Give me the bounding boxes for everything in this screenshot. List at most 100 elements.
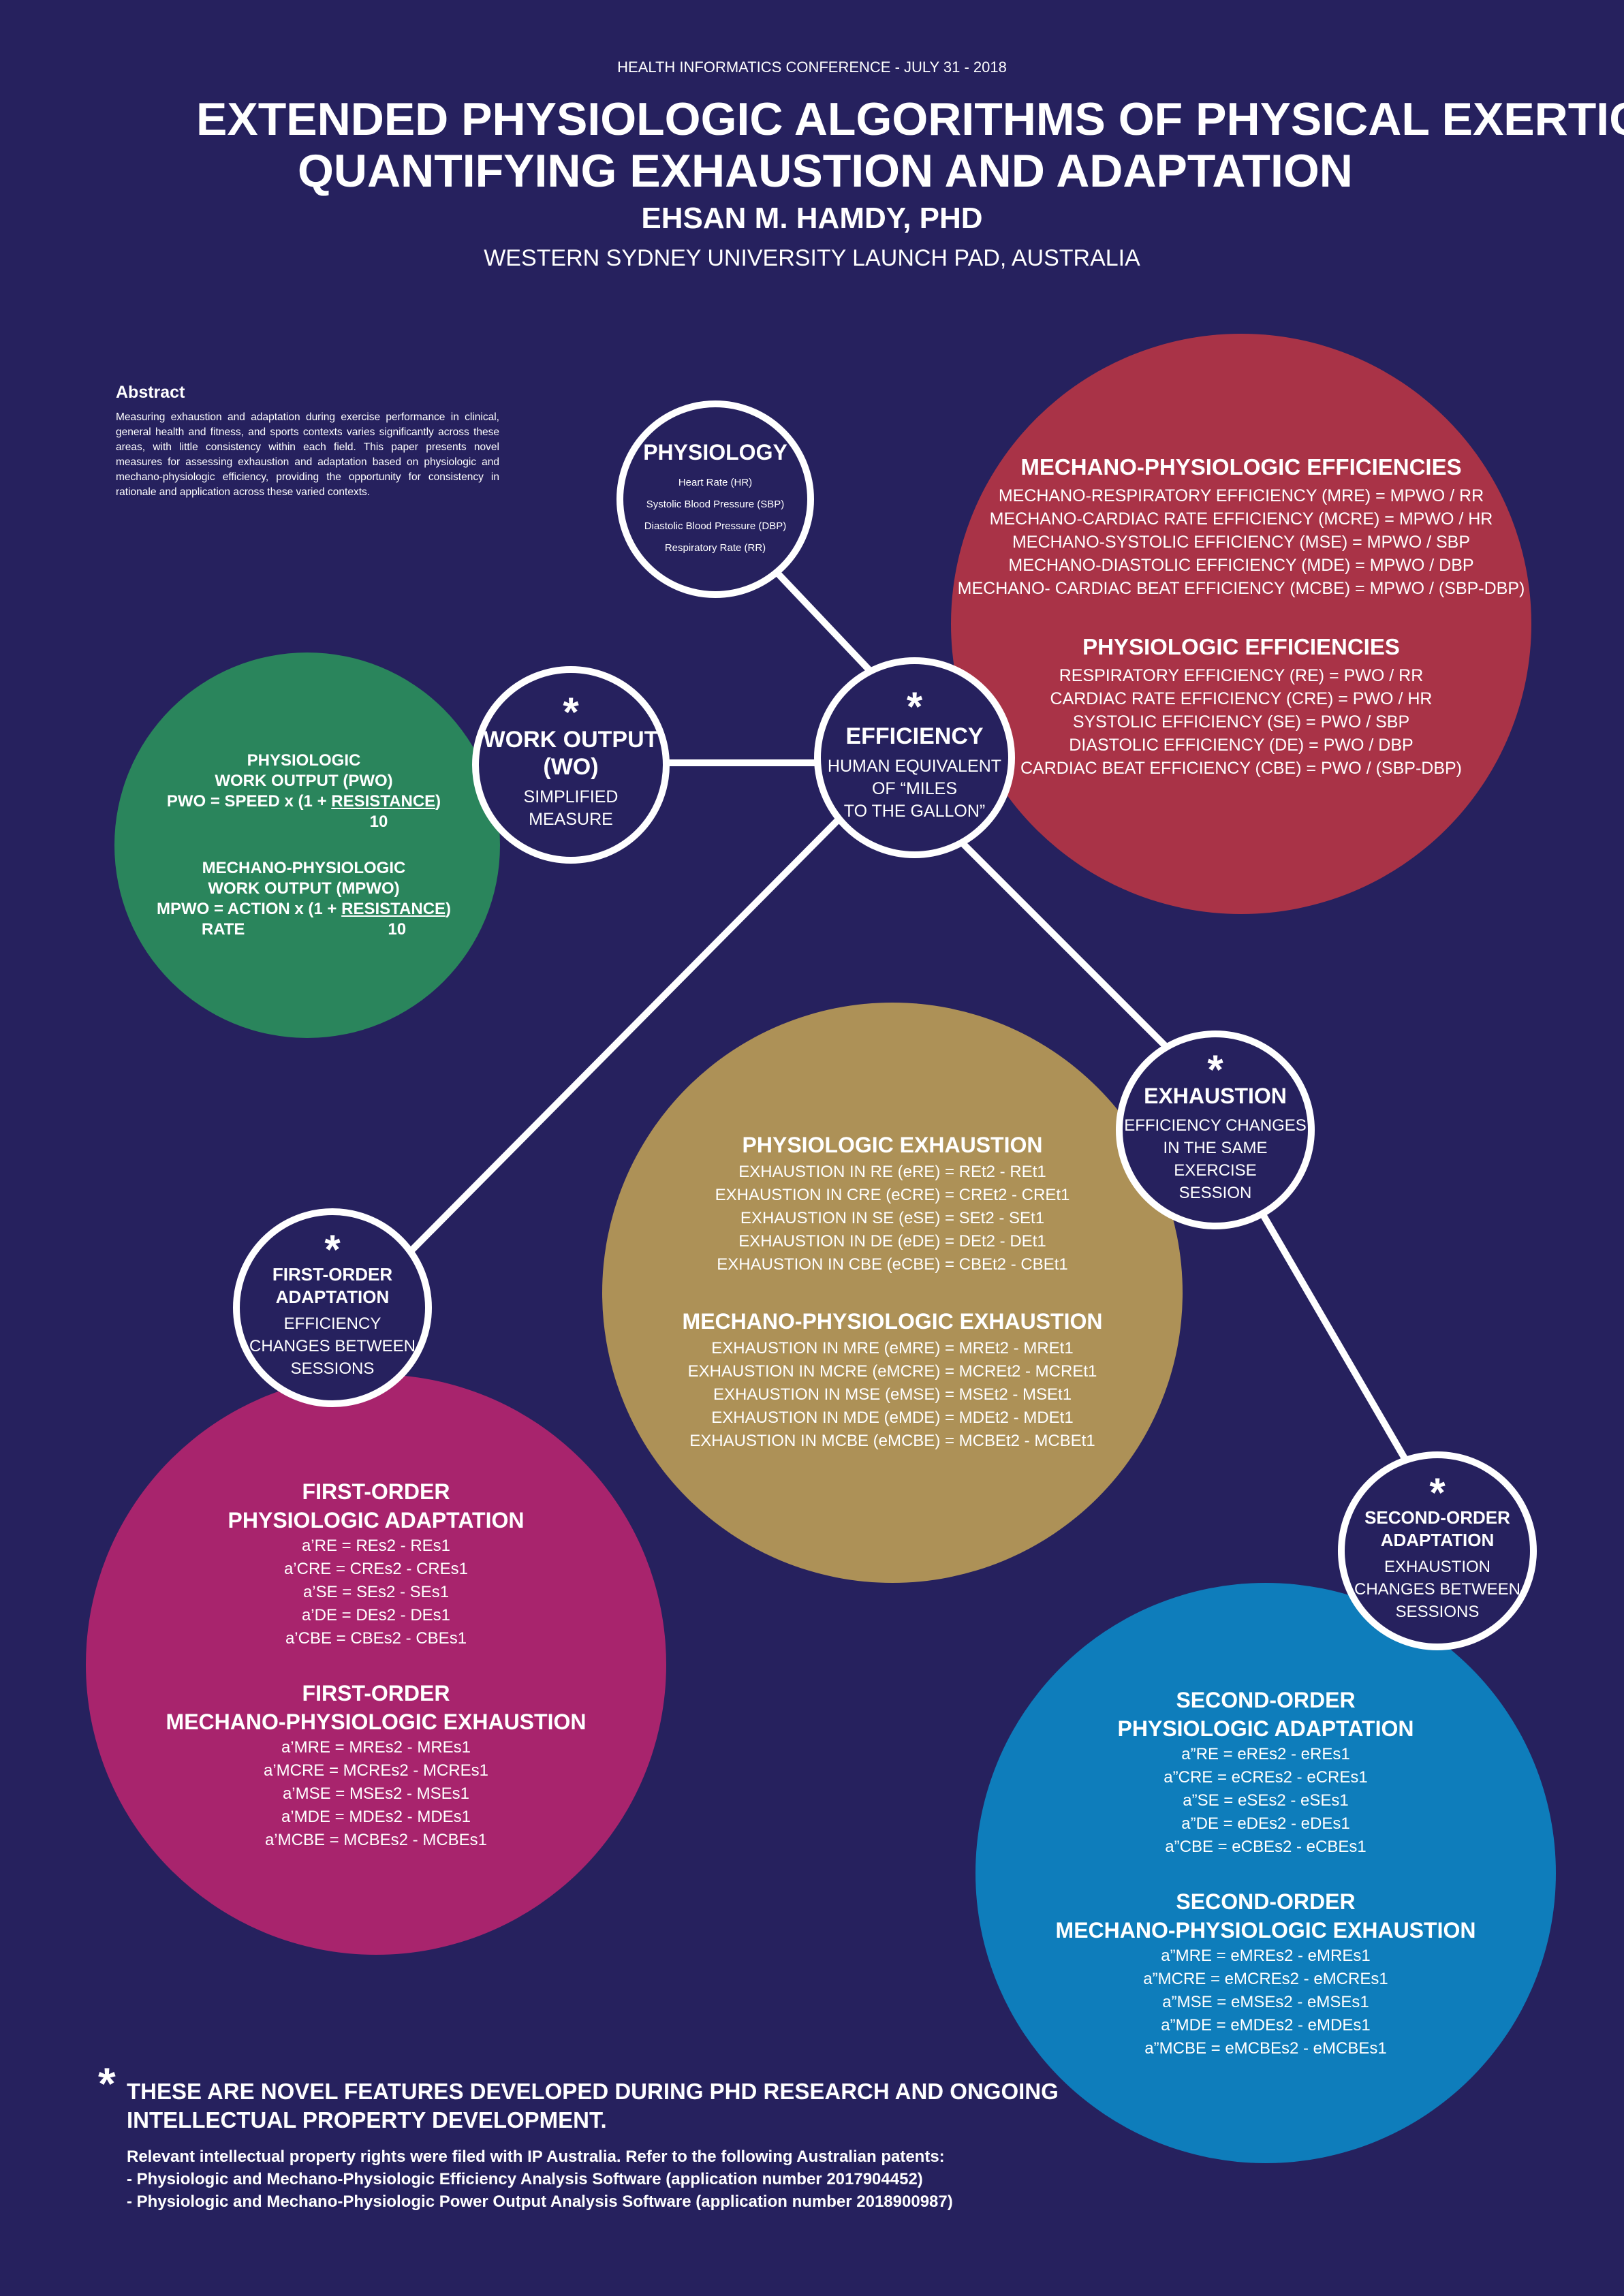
title-line-2: QUANTIFYING EXHAUSTION AND ADAPTATION [298,145,1353,197]
line-efficiency-firstorder [409,812,846,1253]
second-order-node-title: SECOND-ORDER ADAPTATION [1364,1507,1510,1550]
footer-ip: Relevant intellectual property rights we… [127,2145,953,2213]
exhaustion-subtitle: EFFICIENCY CHANGES IN THE SAME EXERCISE … [1124,1116,1307,1202]
mpwo-heading-1: MECHANO-PHYSIOLOGIC [202,859,406,877]
mech-exhaustion-list: EXHAUSTION IN MRE (eMRE) = MREt2 - MREt1… [688,1337,1097,1453]
footer-ip-line-1: Relevant intellectual property rights we… [127,2148,945,2166]
mech-exhaustion-item: EXHAUSTION IN MCBE (eMCBE) = MCBEt2 - MC… [689,1432,1095,1450]
second-order-node-subtitle: EXHAUSTION CHANGES BETWEEN SESSIONS [1354,1557,1521,1621]
phys-exhaustion-item: EXHAUSTION IN DE (eDE) = DEt2 - DEt1 [738,1232,1046,1251]
pwo-formula: PWO = SPEED x (1 + RESISTANCE) [157,791,451,812]
novel-feature-asterisk-icon: * [1429,1469,1446,1515]
first-order-circle: FIRST-ORDER PHYSIOLOGIC ADAPTATION a’RE … [86,1374,666,1955]
first-order-phys-title: FIRST-ORDER PHYSIOLOGIC ADAPTATION [228,1479,525,1532]
phys-efficiency-item: DIASTOLIC EFFICIENCY (DE) = PWO / DBP [1069,736,1414,755]
abstract-heading: Abstract [116,383,185,402]
first-order-mech-item: a’MRE = MREs2 - MREs1 [281,1738,471,1757]
line-physiology-efficiency [774,569,876,677]
mpwo-formula: MPWO = ACTION x (1 + RESISTANCE) [157,899,451,919]
author: EHSAN M. HAMDY, PHD [641,202,983,235]
title-line-1: EXTENDED PHYSIOLOGIC ALGORITHMS OF PHYSI… [196,93,1624,145]
work-output-title: WORK OUTPUT (WO) [483,727,659,780]
mech-efficiencies-title: MECHANO-PHYSIOLOGIC EFFICIENCIES [1020,454,1462,479]
mpwo-rate: RATE [201,920,245,939]
phys-efficiency-item: CARDIAC RATE EFFICIENCY (CRE) = PWO / HR [1050,689,1433,708]
novel-feature-asterisk-icon: * [1207,1046,1223,1092]
second-order-mech-title: SECOND-ORDER MECHANO-PHYSIOLOGIC EXHAUST… [1055,1889,1476,1943]
second-order-phys-item: a”CRE = eCREs2 - eCREs1 [1164,1768,1368,1787]
first-order-mech-item: a’MDE = MDEs2 - MDEs1 [281,1808,471,1826]
phys-efficiency-item: CARDIAC BEAT EFFICIENCY (CBE) = PWO / (S… [1020,759,1462,778]
first-order-phys-item: a’DE = DEs2 - DEs1 [301,1606,451,1624]
physiology-item: Respiratory Rate (RR) [664,541,766,554]
mech-exhaustion-item: EXHAUSTION IN MRE (eMRE) = MREt2 - MREt1 [711,1339,1074,1357]
pwo-heading-2: WORK OUTPUT (PWO) [215,772,393,790]
second-order-phys-item: a”SE = eSEs2 - eSEs1 [1183,1791,1349,1810]
physiology-item: Systolic Blood Pressure (SBP) [646,498,785,510]
exhaustion-title: EXHAUSTION [1144,1083,1287,1108]
phys-exhaustion-item: EXHAUSTION IN CBE (eCBE) = CBEt2 - CBEt1 [717,1255,1068,1274]
mech-exhaustion-item: EXHAUSTION IN MDE (eMDE) = MDEt2 - MDEt1 [711,1409,1074,1427]
second-order-mech-item: a”MCRE = eMCREs2 - eMCREs1 [1143,1970,1388,1988]
line-exhaustion-secondorder [1260,1214,1411,1465]
phys-efficiency-item: SYSTOLIC EFFICIENCY (SE) = PWO / SBP [1072,712,1410,732]
physiology-item: Heart Rate (HR) [678,476,753,488]
work-output-node: * WORK OUTPUT (WO) SIMPLIFIED MEASURE [472,666,670,864]
pwo-denominator: 10 [369,813,388,831]
mech-exhaustion-title: MECHANO-PHYSIOLOGIC EXHAUSTION [682,1309,1103,1334]
first-order-node: * FIRST-ORDER ADAPTATION EFFICIENCY CHAN… [233,1208,432,1407]
second-order-mech-item: a”MDE = eMDEs2 - eMDEs1 [1161,2016,1371,2034]
footer-note: THESE ARE NOVEL FEATURES DEVELOPED DURIN… [127,2077,1059,2135]
efficiency-node: * EFFICIENCY HUMAN EQUIVALENT OF “MILES … [814,657,1015,858]
line-efficiency-exhaustion [958,838,1171,1052]
physiology-title: PHYSIOLOGY [643,439,787,465]
second-order-circle: SECOND-ORDER PHYSIOLOGIC ADAPTATION a”RE… [975,1583,1556,2163]
pwo-formula-prefix: PWO = SPEED x (1 + [166,792,332,811]
phys-exhaustion-item: EXHAUSTION IN SE (eSE) = SEt2 - SEt1 [740,1209,1045,1227]
physiology-node: PHYSIOLOGY Heart Rate (HR) Systolic Bloo… [616,400,814,598]
mech-exhaustion-item: EXHAUSTION IN MCRE (eMCRE) = MCREt2 - MC… [687,1362,1097,1381]
efficiencies-circle: MECHANO-PHYSIOLOGIC EFFICIENCIES MECHANO… [951,334,1531,914]
first-order-phys-item: a’SE = SEs2 - SEs1 [302,1583,450,1601]
phys-efficiencies-list: RESPIRATORY EFFICIENCY (RE) = PWO / RR C… [1020,664,1462,780]
first-order-node-subtitle: EFFICIENCY CHANGES BETWEEN SESSIONS [249,1314,416,1378]
phys-exhaustion-title: PHYSIOLOGIC EXHAUSTION [742,1133,1043,1157]
efficiency-subtitle: HUMAN EQUIVALENT OF “MILES TO THE GALLON… [827,756,1002,821]
affiliation: WESTERN SYDNEY UNIVERSITY LAUNCH PAD, AU… [484,245,1140,271]
footer-note-line-2: INTELLECTUAL PROPERTY DEVELOPMENT. [127,2107,607,2133]
mpwo-heading-2: WORK OUTPUT (MPWO) [208,879,400,898]
novel-feature-asterisk-icon: * [906,683,923,729]
first-order-mech-item: a’MCRE = MCREs2 - MCREs1 [263,1761,489,1780]
second-order-phys-title: SECOND-ORDER PHYSIOLOGIC ADAPTATION [1117,1688,1414,1741]
novel-feature-asterisk-icon: * [324,1226,341,1272]
conference-line: HEALTH INFORMATICS CONFERENCE - JULY 31 … [617,59,1007,76]
footer-note-line-1: THESE ARE NOVEL FEATURES DEVELOPED DURIN… [127,2079,1059,2104]
mech-efficiency-item: MECHANO-CARDIAC RATE EFFICIENCY (MCRE) =… [989,509,1493,529]
second-order-phys-item: a”RE = eREs2 - eREs1 [1181,1745,1350,1763]
mech-efficiency-item: MECHANO-DIASTOLIC EFFICIENCY (MDE) = MPW… [1008,556,1474,575]
second-order-phys-item: a”CBE = eCBEs2 - eCBEs1 [1165,1838,1367,1856]
pwo-formula-numerator: RESISTANCE [331,792,436,811]
mpwo-formula-close: ) [446,900,452,918]
first-order-phys-list: a’RE = REs2 - REs1 a’CRE = CREs2 - CREs1… [284,1535,468,1650]
abstract-body: Measuring exhaustion and adaptation duri… [116,411,499,498]
work-output-subtitle: SIMPLIFIED MEASURE [523,787,619,829]
first-order-phys-item: a’RE = REs2 - REs1 [301,1537,451,1555]
mpwo-formula-prefix: MPWO = ACTION x (1 + [156,900,342,918]
first-order-node-title: FIRST-ORDER ADAPTATION [272,1263,393,1307]
physiology-list: Heart Rate (HR) Systolic Blood Pressure … [644,472,786,559]
pwo-formula-close: ) [435,792,441,811]
first-order-phys-item: a’CRE = CREs2 - CREs1 [283,1560,469,1578]
mech-exhaustion-item: EXHAUSTION IN MSE (eMSE) = MSEt2 - MSEt1 [713,1385,1072,1404]
second-order-phys-item: a”DE = eDEs2 - eDEs1 [1181,1814,1350,1833]
phys-exhaustion-list: EXHAUSTION IN RE (eRE) = REt2 - REt1 EXH… [715,1161,1070,1276]
first-order-mech-title: FIRST-ORDER MECHANO-PHYSIOLOGIC EXHAUSTI… [166,1681,587,1734]
exhaustion-node: * EXHAUSTION EFFICIENCY CHANGES IN THE S… [1116,1031,1315,1229]
physiology-item: Diastolic Blood Pressure (DBP) [644,520,787,532]
mech-efficiency-item: MECHANO-RESPIRATORY EFFICIENCY (MRE) = M… [998,486,1484,505]
footer-ip-line-2: - Physiologic and Mechano-Physiologic Ef… [127,2170,923,2188]
phys-exhaustion-item: EXHAUSTION IN RE (eRE) = REt2 - REt1 [738,1163,1046,1181]
work-output-circle: PHYSIOLOGIC WORK OUTPUT (PWO) PWO = SPEE… [114,652,500,1038]
